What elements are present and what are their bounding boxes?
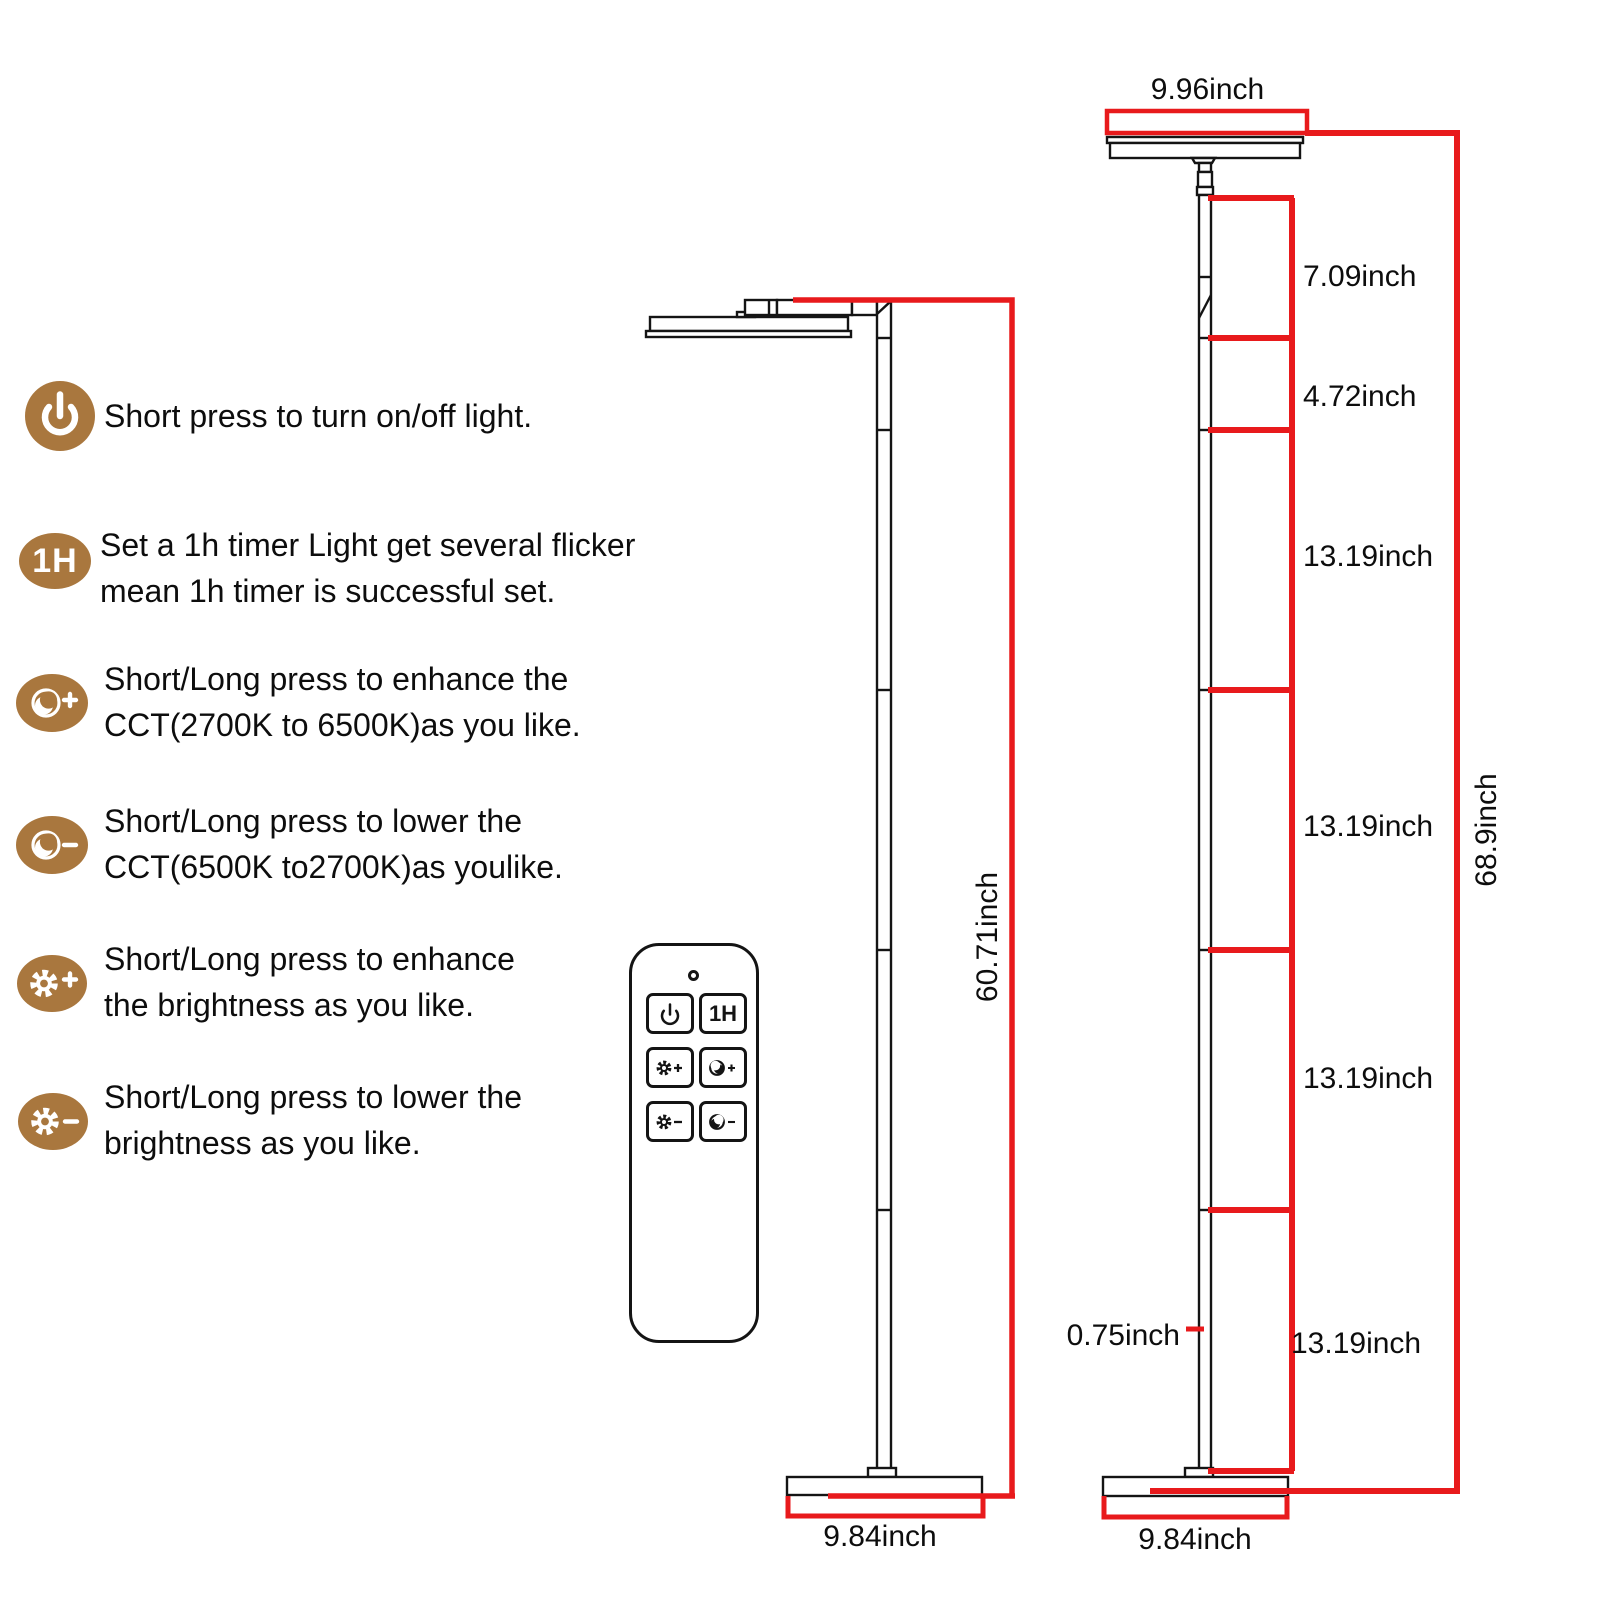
instruction-line: Short/Long press to lower the [104, 1079, 523, 1115]
instruction-line: mean 1h timer is successful set. [100, 573, 556, 609]
remote-1h-timer-button: 1H [699, 993, 747, 1034]
remote-cct-down-button [699, 1101, 747, 1142]
base-width-bracket-front [1101, 1496, 1290, 1520]
instruction-line: Set a 1h timer Light get several flicker [100, 527, 636, 563]
cct-decrease-icon [16, 816, 88, 874]
brightness-decrease-icon [18, 1093, 88, 1150]
instruction-line: Short press to turn on/off light. [104, 398, 533, 434]
brightness-minus-icon [656, 1114, 682, 1129]
remote-brightness-down-button [646, 1101, 694, 1142]
instruction-line: CCT(6500K to2700K)as youlike. [104, 849, 563, 885]
segment-label-4: 13.19inch [1303, 1062, 1434, 1095]
lamp-front-view-drawing [1101, 135, 1305, 1498]
timer-1h-icon: 1H [19, 533, 91, 589]
remote-power-button [646, 993, 694, 1034]
lamp-side-view-drawing [644, 298, 984, 1497]
segment-label-3: 13.19inch [1303, 810, 1434, 843]
segment-label-5: 13.19inch [1291, 1327, 1422, 1360]
power-icon [25, 381, 95, 451]
instruction-line: Short/Long press to enhance [104, 941, 515, 977]
side-height-label: 60.71inch [971, 871, 1004, 1003]
power-icon [660, 1002, 680, 1025]
front-total-height-dimension-lines [1150, 130, 1460, 1494]
cct-plus-icon [709, 1059, 735, 1076]
cct-minus-icon [709, 1113, 735, 1130]
front-head-width-label: 9.96inch [1150, 73, 1265, 106]
brightness-plus-icon [656, 1060, 682, 1075]
base-width-bracket-side [785, 1496, 986, 1519]
segment-label-0: 7.09inch [1303, 260, 1417, 293]
remote-led-indicator [688, 970, 699, 981]
remote-1h-label: 1H [708, 1000, 738, 1026]
remote-brightness-up-button [646, 1047, 694, 1088]
instruction-line: CCT(2700K to 6500K)as you like. [104, 707, 581, 743]
remote-cct-up-button [699, 1047, 747, 1088]
head-width-dimension-box [1104, 108, 1310, 136]
cct-increase-icon [16, 674, 88, 732]
timer-1h-icon-label: 1H [32, 541, 78, 580]
instruction-line: brightness as you like. [104, 1125, 421, 1161]
front-total-height-label: 68.9inch [1470, 773, 1503, 887]
brightness-increase-icon [17, 955, 87, 1012]
segment-label-2: 13.19inch [1303, 540, 1434, 573]
instruction-line: the brightness as you like. [104, 987, 474, 1023]
side-base-width-label: 9.84inch [823, 1520, 937, 1553]
segment-label-1: 4.72inch [1303, 380, 1417, 413]
instruction-line: Short/Long press to enhance the [104, 661, 569, 697]
front-base-width-label: 9.84inch [1138, 1523, 1252, 1556]
instruction-line: Short/Long press to lower the [104, 803, 523, 839]
pole-detail-label: 0.75inch [1066, 1319, 1180, 1352]
front-segment-dimension-lines [1186, 195, 1295, 1474]
